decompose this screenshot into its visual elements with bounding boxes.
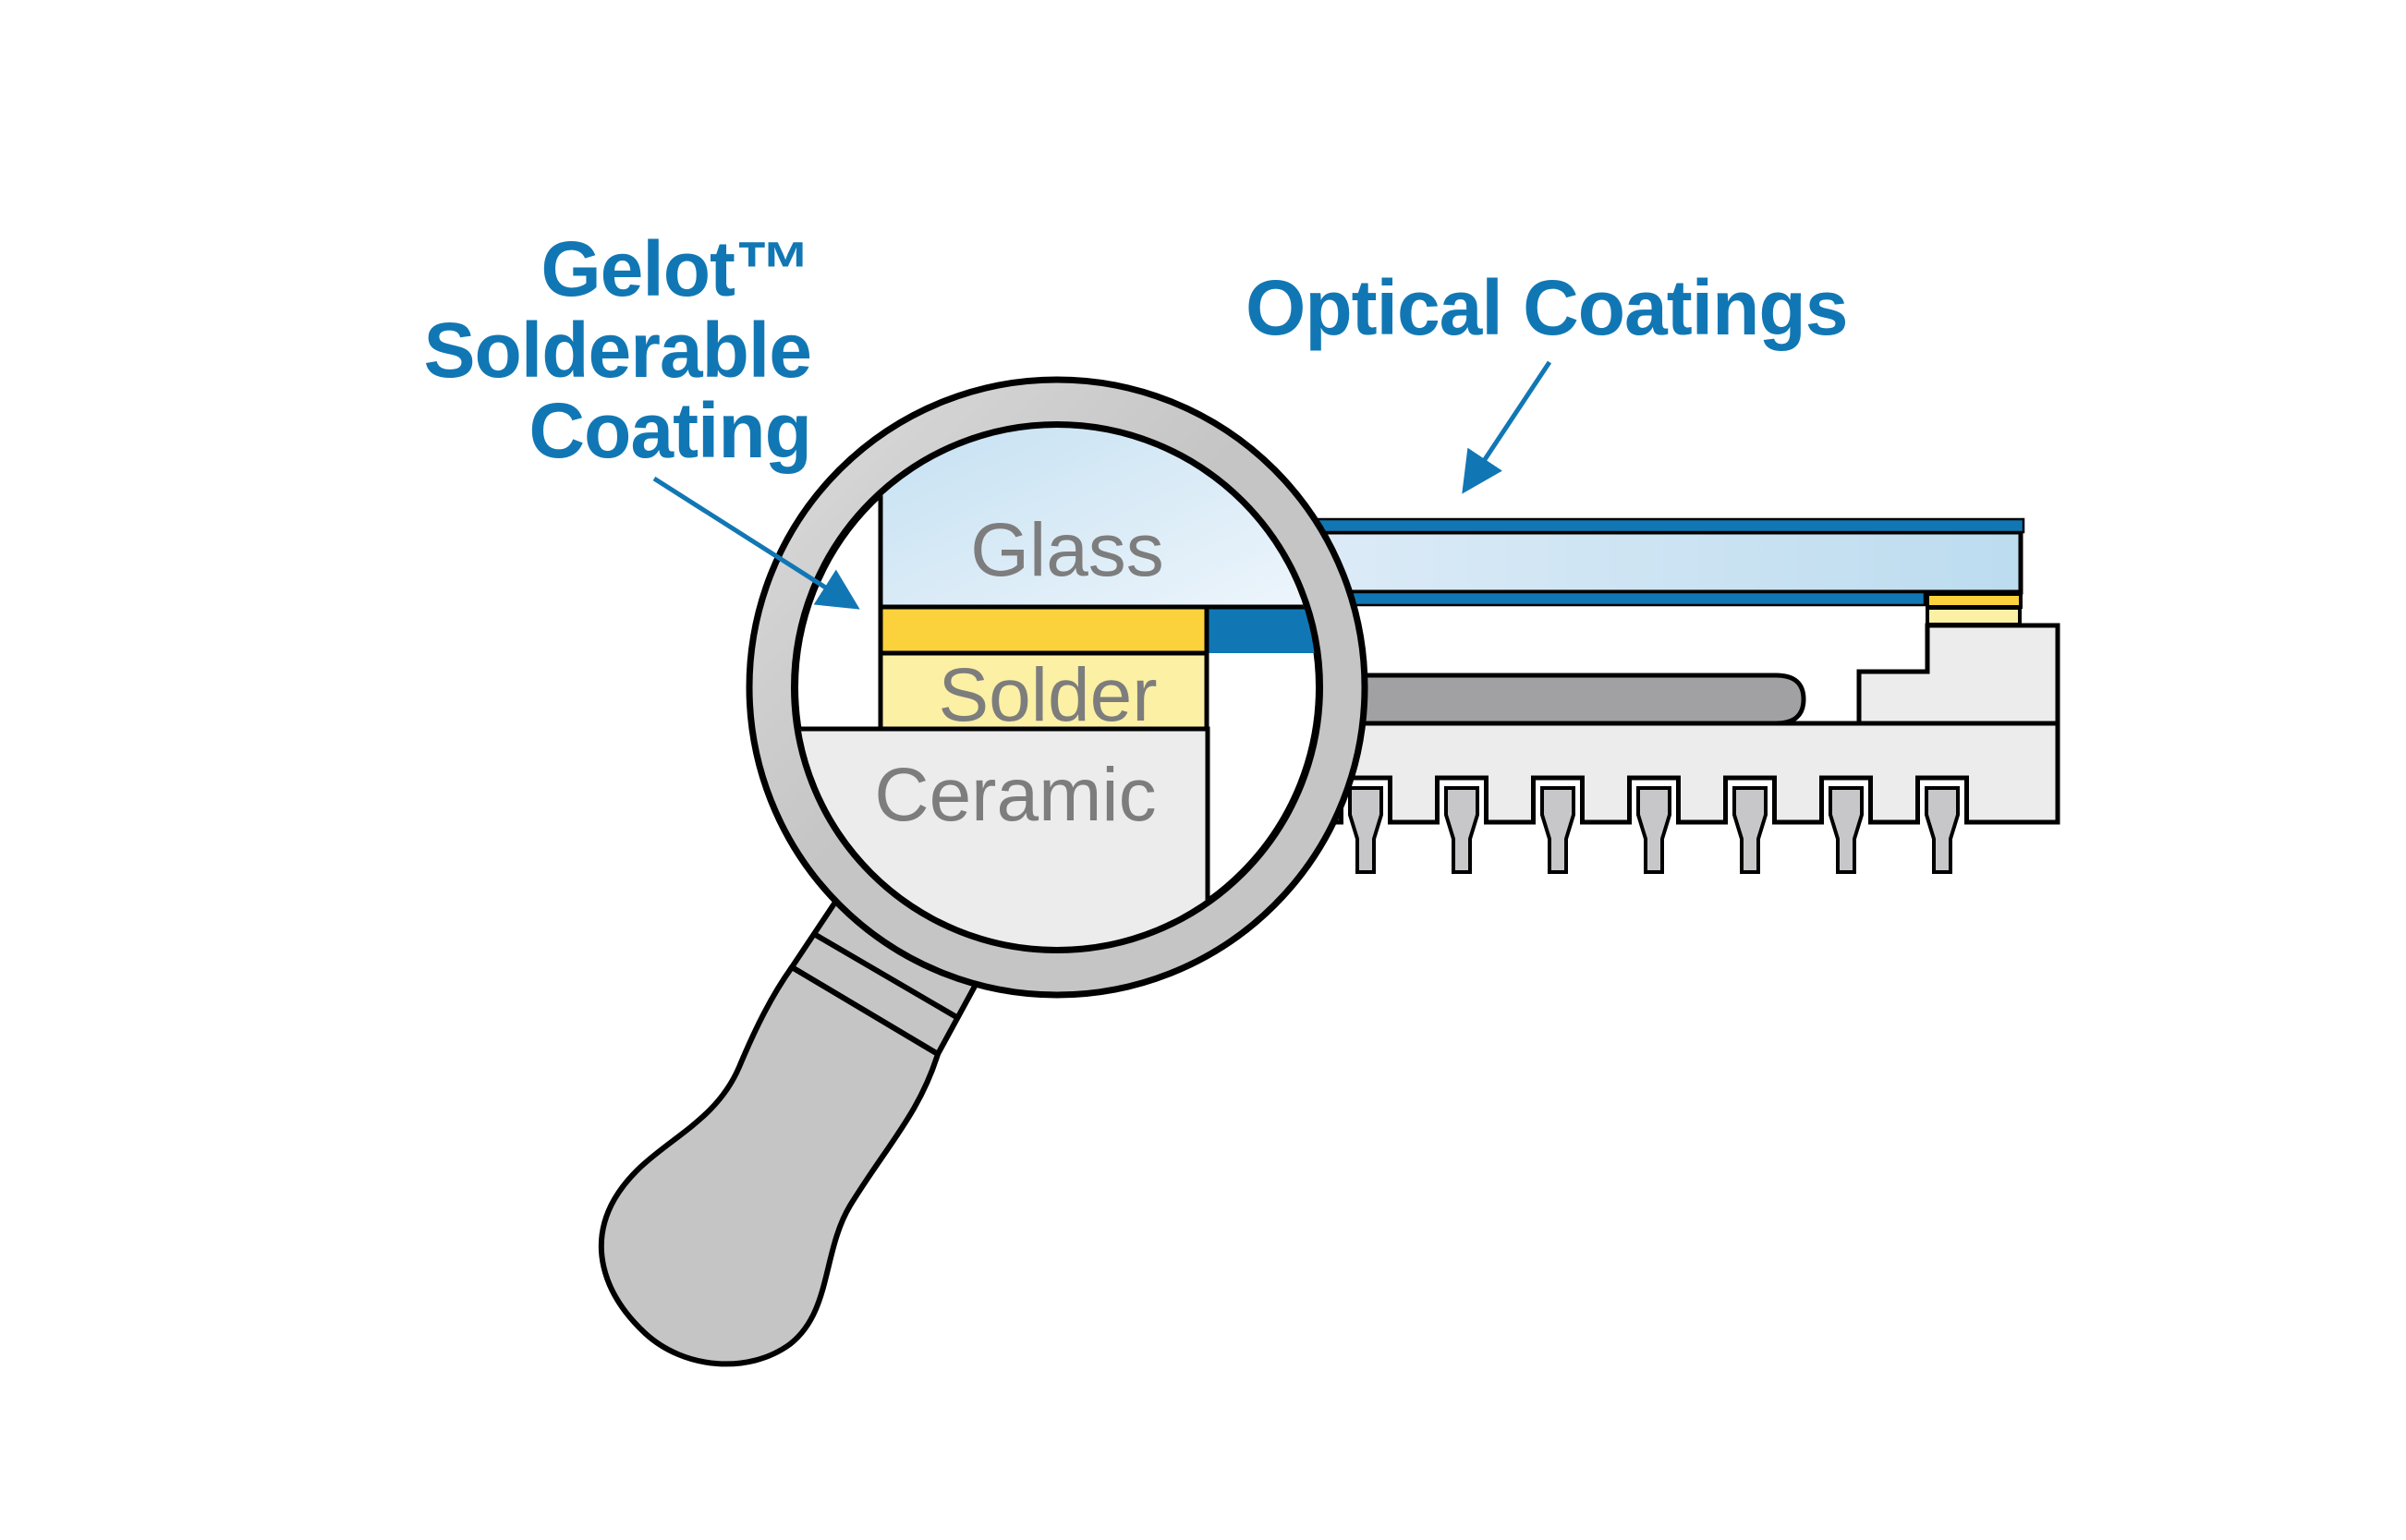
package-pins <box>1348 786 1960 874</box>
pin-icon <box>1829 786 1864 874</box>
pin-icon <box>1732 786 1768 874</box>
pin-icon <box>1636 786 1671 874</box>
gelot-arrow <box>652 476 860 610</box>
magnifier-lens: Glass Solder Ceramic <box>746 376 1368 999</box>
optical-arrow <box>1462 360 1552 494</box>
magnified-gelot-coating <box>878 604 1209 656</box>
handle-ferrule-line <box>812 931 960 1021</box>
pin-icon <box>1444 786 1479 874</box>
magnified-stack <box>797 428 1317 947</box>
gelot-label-line1: Gelot™ <box>541 225 811 312</box>
optical-coating-top <box>1292 517 2025 534</box>
optical-annotation: Optical Coatings <box>1246 264 1848 494</box>
pin-icon <box>1925 786 1960 874</box>
gelot-label-line3: Coating <box>529 387 811 474</box>
pin-icon <box>1348 786 1383 874</box>
sensor-die <box>1318 673 1806 726</box>
pin-icon <box>1540 786 1575 874</box>
magnifier-handle <box>598 897 982 1367</box>
optical-coating-bottom <box>1292 590 1926 607</box>
magnified-optical-coating <box>1207 607 1317 653</box>
gelot-annotation: Gelot™ Solderable Coating <box>424 225 860 610</box>
solder-seal-edge <box>1926 606 2022 626</box>
handle-grip <box>598 964 941 1367</box>
solderable-coating-edge <box>1926 592 2023 609</box>
glass-label: Glass <box>970 508 1164 592</box>
optical-coatings-label: Optical Coatings <box>1246 264 1847 351</box>
glass-window <box>1291 529 2023 595</box>
package-cross-section <box>1254 517 2060 874</box>
ceramic-base <box>1254 721 2060 825</box>
ceramic-label: Ceramic <box>874 753 1156 837</box>
solder-label: Solder <box>938 653 1157 737</box>
gelot-label-line2: Solderable <box>424 307 811 394</box>
ceramic-wall <box>1856 623 2060 726</box>
